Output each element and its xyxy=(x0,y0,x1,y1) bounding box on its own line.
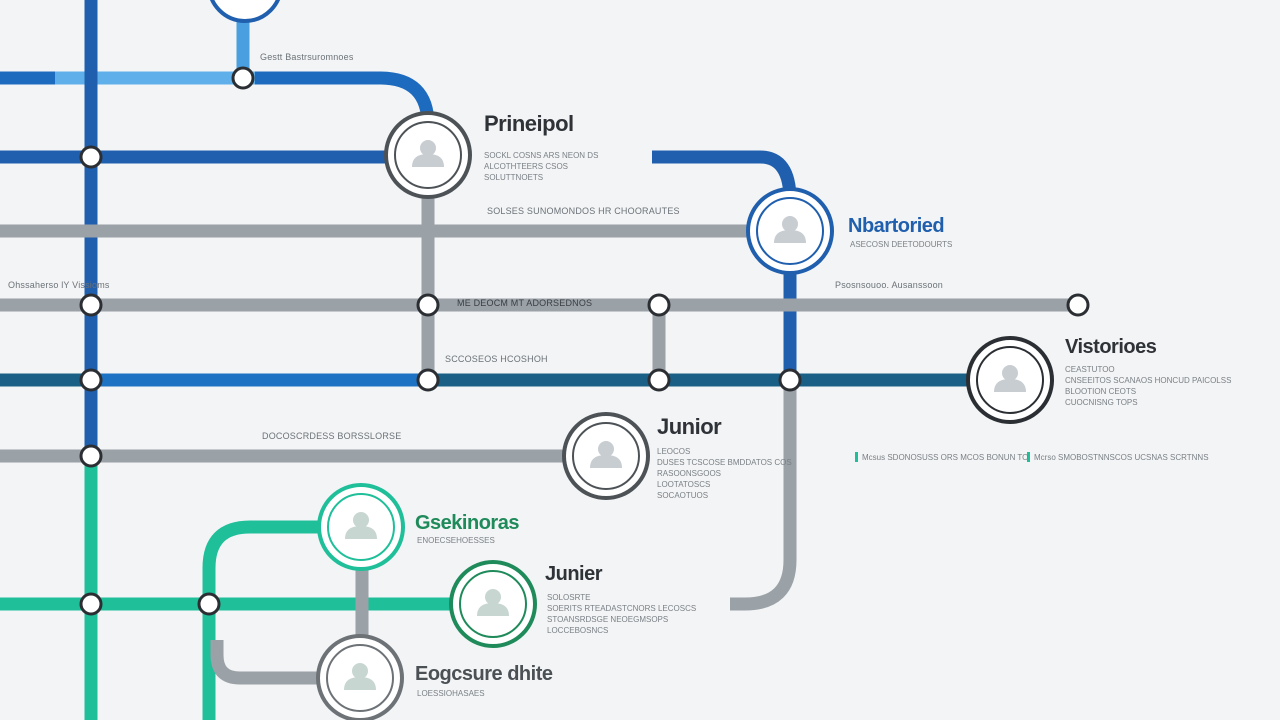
line-top-blue xyxy=(0,71,435,126)
desc-line: CNSEEITOS SCANAOS HONCUD PAICOLSS xyxy=(1065,376,1232,385)
desc-line: ASECOSN DEETODOURTS xyxy=(850,240,953,249)
node-gsekinoras[interactable] xyxy=(317,483,405,571)
role-desc-executive: LOESSIOHASAES xyxy=(417,688,485,699)
role-title-vistorioes: Vistorioes xyxy=(1065,336,1157,358)
desc-line: CUOCNISNG TOPS xyxy=(1065,398,1138,407)
role-desc-principal: SOCKL COSNS ARS NEON DS ALCOTHTEERS CSOS… xyxy=(484,150,598,183)
role-desc-junior-gray: LEOCOS DUSES TCSCOSE BMDDATOS COS RASOON… xyxy=(657,446,792,501)
desc-line: ALCOTHTEERS CSOS xyxy=(484,162,569,171)
line-label-far-row-a: Mcsus SDONOSUSS ORS MCOS BONUN TO xyxy=(862,453,1029,462)
line-label-lower-left: DOCOSCRDESS BORSSLORSE xyxy=(262,431,402,441)
line-gray-lower-branch xyxy=(210,640,320,685)
desc-line: STOANSRDSGE NEOEGMSOPS xyxy=(547,615,669,624)
station-dot xyxy=(197,592,221,616)
desc-line: LOCCEBOSNCS xyxy=(547,626,609,635)
line-label-far-row-b: Mcrso SMOBOSTNNSCOS UCSNAS SCRTNNS xyxy=(1034,453,1209,462)
station-dot xyxy=(79,444,103,468)
node-top-partial xyxy=(210,0,280,23)
role-title-nbartoried: Nbartoried xyxy=(848,215,945,237)
desc-line: LOESSIOHASAES xyxy=(417,689,485,698)
accent-tick xyxy=(855,452,858,462)
node-vistorioes[interactable] xyxy=(966,336,1054,424)
role-desc-vistorioes: CEASTUTOO CNSEEITOS SCANAOS HONCUD PAICO… xyxy=(1065,364,1231,408)
role-title-principal: Prineipol xyxy=(484,111,574,136)
desc-line: BLOOTION CEOTS xyxy=(1065,387,1137,396)
line-label-right: Psosnsouoo. Ausanssoon xyxy=(835,280,943,290)
role-title-junior-gray: Junior xyxy=(657,414,722,439)
station-dot xyxy=(416,368,440,392)
station-dot xyxy=(647,368,671,392)
desc-line: LEOCOS xyxy=(657,447,691,456)
node-junior-gray[interactable] xyxy=(562,412,650,500)
line-label-center-small: SCCOSEOS HCOSHOH xyxy=(445,354,548,364)
station-dot xyxy=(416,293,440,317)
line-label-mid-center: ME DEOCM MT ADORSEDNOS xyxy=(457,298,593,308)
desc-line: SOERITS RTEADASTCNORS LECOSCS xyxy=(547,604,697,613)
role-desc-nbartoried: ASECOSN DEETODOURTS xyxy=(850,239,952,250)
desc-line: SOCKL COSNS ARS NEON DS xyxy=(484,151,599,160)
station-dot xyxy=(1066,293,1090,317)
desc-line: RASOONSGOOS xyxy=(657,469,722,478)
accent-tick xyxy=(1027,452,1030,462)
line-label-subhead: SOLSES SUNOMONDOS HR CHOORAUTES xyxy=(487,206,680,216)
desc-line: LOOTATOSCS xyxy=(657,480,711,489)
desc-line: DUSES TCSCOSE BMDDATOS COS xyxy=(657,458,792,467)
role-title-executive: Eogcsure dhite xyxy=(415,663,553,685)
station-dots xyxy=(79,66,1090,616)
station-dot xyxy=(647,293,671,317)
desc-line: SOLOSRTE xyxy=(547,593,591,602)
line-green-branch xyxy=(202,520,322,720)
station-dot xyxy=(79,293,103,317)
station-dot xyxy=(231,66,255,90)
desc-line: SOCAOTUOS xyxy=(657,491,709,500)
line-label-top: Gestt Bastrsuromnoes xyxy=(260,52,354,62)
desc-line: ENOECSEHOESSES xyxy=(417,536,495,545)
line-gray-right-down xyxy=(730,380,797,611)
node-junior-green[interactable] xyxy=(449,560,537,648)
desc-line: SOLUTTNOETS xyxy=(484,173,544,182)
node-nbartoried[interactable] xyxy=(746,187,834,275)
role-desc-junior-green: SOLOSRTE SOERITS RTEADASTCNORS LECOSCS S… xyxy=(547,592,696,636)
station-dot xyxy=(79,145,103,169)
role-desc-gsekinoras: ENOECSEHOESSES xyxy=(417,535,495,546)
node-principal[interactable] xyxy=(384,111,472,199)
line-label-gray-left: Ohssaherso lY Vissioms xyxy=(8,280,110,290)
node-executive[interactable] xyxy=(316,634,404,720)
station-dot xyxy=(778,368,802,392)
role-title-gsekinoras: Gsekinoras xyxy=(415,512,519,534)
desc-line: CEASTUTOO xyxy=(1065,365,1115,374)
station-dot xyxy=(79,592,103,616)
station-dot xyxy=(79,368,103,392)
role-title-junior-green: Junier xyxy=(545,563,603,585)
